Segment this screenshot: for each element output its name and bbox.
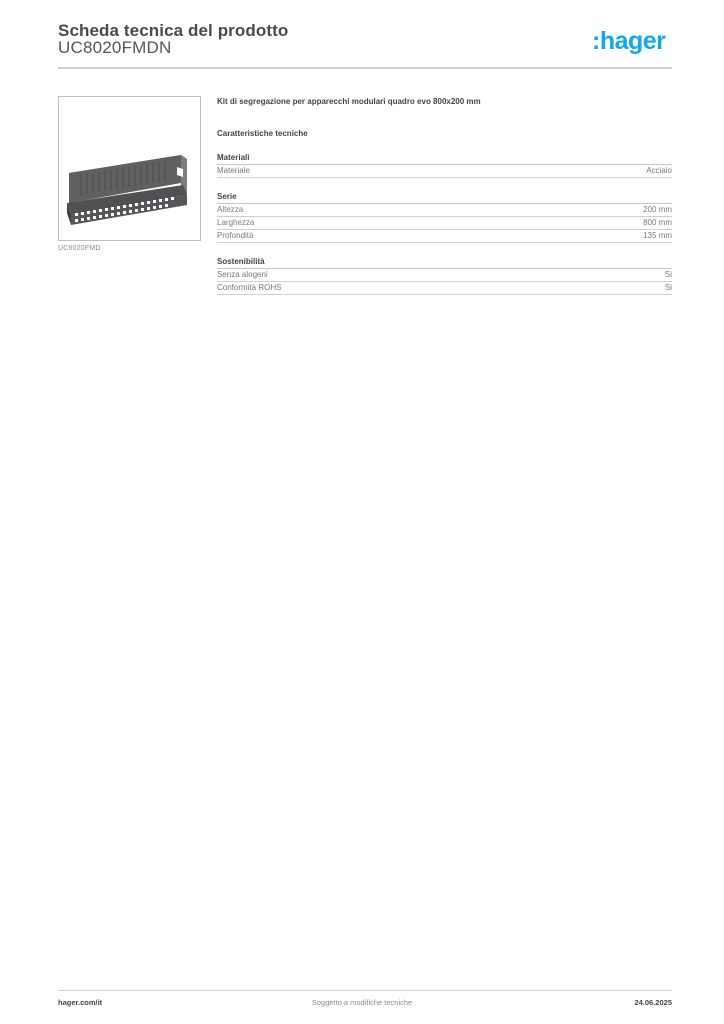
spec-label: Profondità — [217, 231, 254, 240]
product-code: UC8020FMDN — [58, 38, 172, 57]
header-divider — [58, 67, 672, 69]
spec-value: 200 mm — [643, 205, 672, 214]
spec-group-materiali: Materiali Materiale Acciaio — [217, 153, 672, 178]
spec-label: Conformità ROHS — [217, 283, 282, 292]
footer-date: 24.06.2025 — [634, 998, 672, 1007]
spec-label: Senza alogeni — [217, 270, 268, 279]
spec-label: Larghezza — [217, 218, 255, 227]
spec-row: Conformità ROHS Si — [217, 282, 672, 295]
footer-website-link[interactable]: hager.com/it — [58, 998, 103, 1007]
hager-logo: :hager — [592, 27, 666, 55]
spec-group-serie: Serie Altezza 200 mm Larghezza 800 mm Pr… — [217, 192, 672, 243]
spec-label: Materiale — [217, 166, 250, 175]
product-image — [58, 96, 201, 241]
spec-row: Senza alogeni Si — [217, 269, 672, 282]
segregation-kit-illustration — [67, 155, 187, 225]
spec-label: Altezza — [217, 205, 244, 214]
spec-value: Si — [664, 283, 672, 292]
spec-value: Acciaio — [646, 166, 672, 175]
image-caption: UC6020FMD — [58, 245, 101, 252]
group-title: Sostenibilità — [217, 257, 672, 269]
spec-row: Altezza 200 mm — [217, 204, 672, 217]
spec-section-title: Caratteristiche tecniche — [217, 129, 308, 138]
spec-row: Materiale Acciaio — [217, 165, 672, 178]
spec-row: Larghezza 800 mm — [217, 217, 672, 230]
group-title: Serie — [217, 192, 672, 204]
group-title: Materiali — [217, 153, 672, 165]
product-description: Kit di segregazione per apparecchi modul… — [217, 97, 481, 106]
spec-value: 800 mm — [643, 218, 672, 227]
page-title: Scheda tecnica del prodotto — [58, 21, 289, 40]
spec-content: Kit di segregazione per apparecchi modul… — [217, 97, 672, 295]
footer-divider — [58, 990, 672, 991]
spec-value: 135 mm — [643, 231, 672, 240]
spec-group-sostenibilita: Sostenibilità Senza alogeni Si Conformit… — [217, 257, 672, 295]
spec-value: Si — [664, 270, 672, 279]
spec-row: Profondità 135 mm — [217, 230, 672, 243]
footer-notice: Soggetto a modifiche tecniche — [311, 998, 413, 1007]
